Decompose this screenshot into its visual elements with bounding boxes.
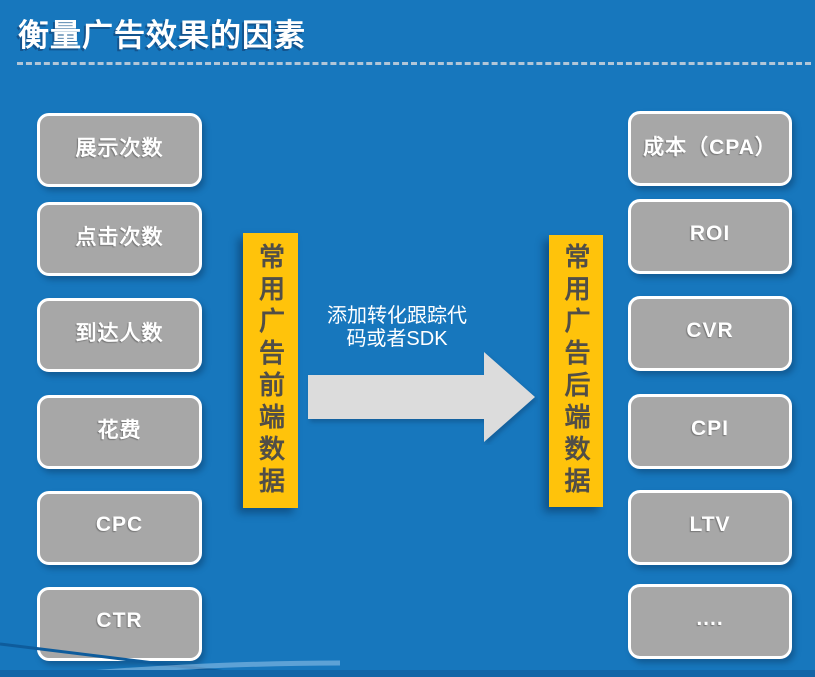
metric-box-more: .... xyxy=(628,584,792,659)
metric-box-ctr: CTR xyxy=(37,587,202,661)
metric-box-reach: 到达人数 xyxy=(37,298,202,372)
metric-box-cpa: 成本（CPA） xyxy=(628,111,792,186)
bottom-strip-decoration xyxy=(0,670,815,677)
slide-title: 衡量广告效果的因素 xyxy=(18,18,306,53)
metric-box-ltv: LTV xyxy=(628,490,792,565)
metric-box-clicks: 点击次数 xyxy=(37,202,202,276)
title-dashed-divider xyxy=(17,62,811,65)
back-data-bar: 常用广告后端数据 xyxy=(549,235,603,507)
metric-box-cpc: CPC xyxy=(37,491,202,565)
arrow-caption-line1: 添加转化跟踪代 xyxy=(327,305,467,327)
metric-box-cpi: CPI xyxy=(628,394,792,469)
metric-box-spend: 花费 xyxy=(37,395,202,469)
front-data-bar: 常用广告前端数据 xyxy=(243,233,298,508)
right-arrow-icon xyxy=(308,352,535,442)
metric-box-impressions: 展示次数 xyxy=(37,113,202,187)
metric-box-roi: ROI xyxy=(628,199,792,274)
metric-box-cvr: CVR xyxy=(628,296,792,371)
arrow-caption-line2: 码或者SDK xyxy=(346,328,448,350)
arrow-caption: 添加转化跟踪代 码或者SDK xyxy=(291,305,503,351)
